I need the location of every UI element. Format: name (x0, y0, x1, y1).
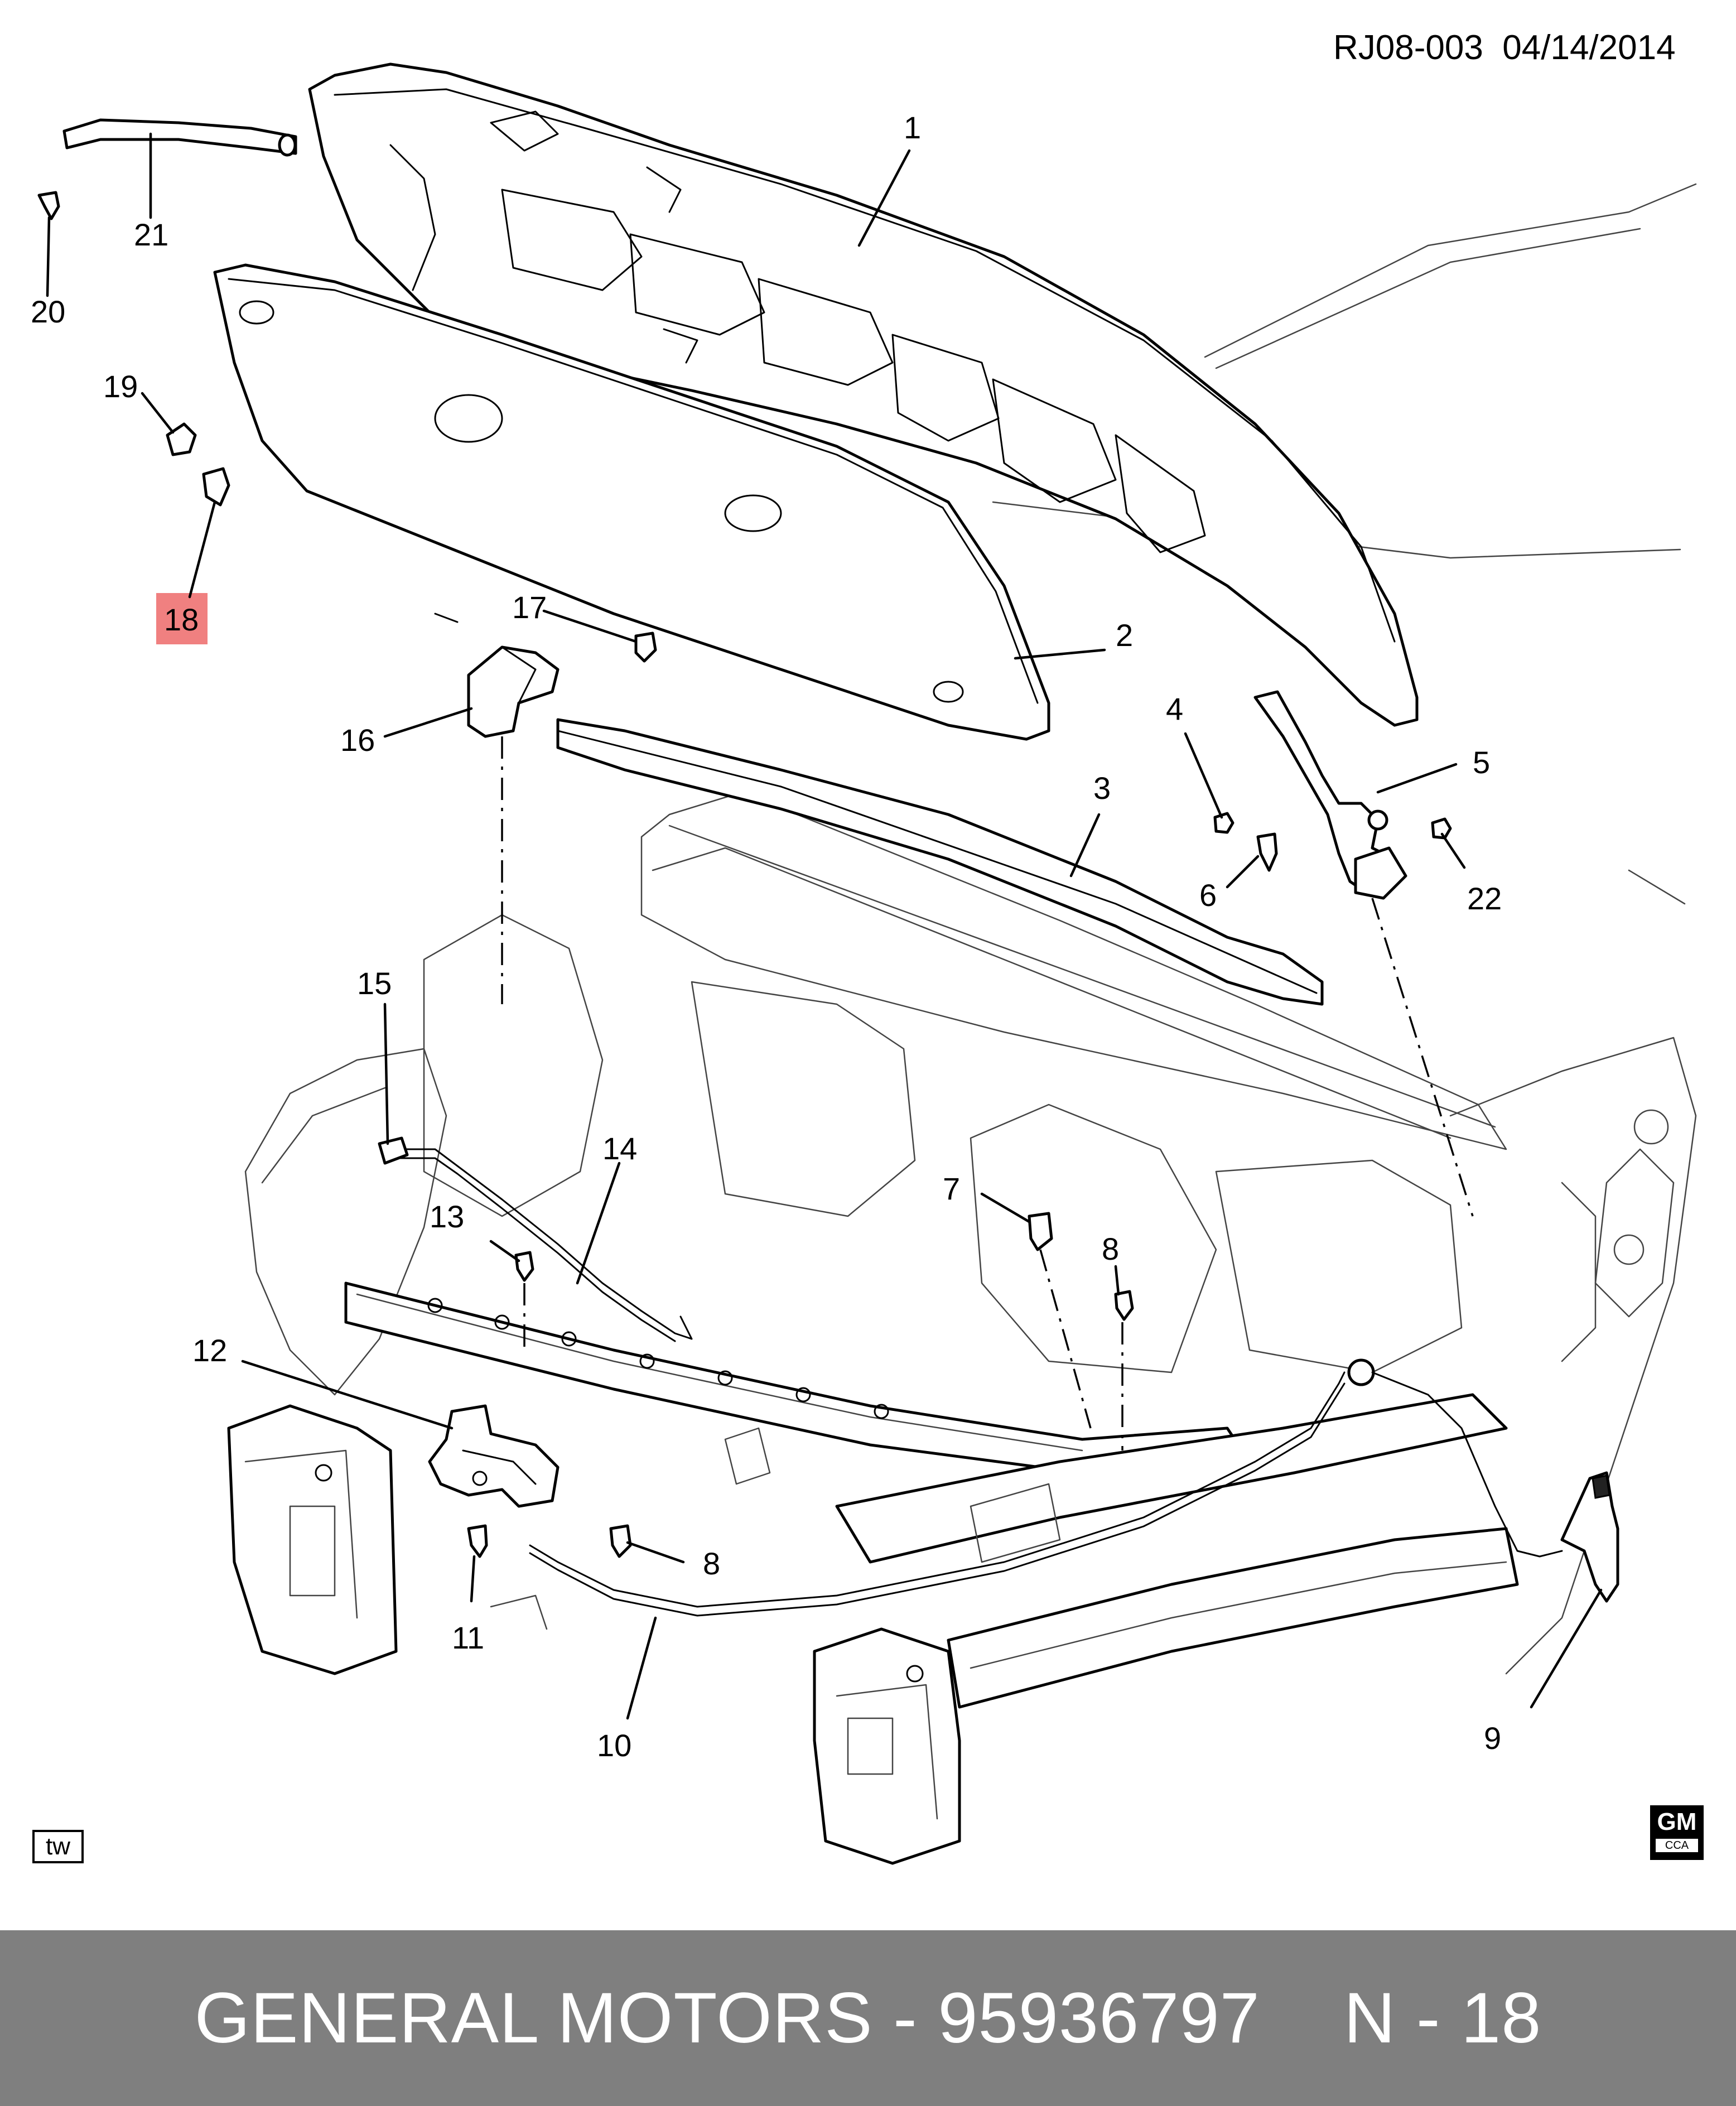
hood-insulator (213, 263, 1050, 741)
hood-rear-seal (556, 718, 1324, 1006)
clip-17 (634, 632, 657, 663)
callout-18: 18 (164, 602, 199, 637)
callout-15: 15 (357, 966, 392, 1001)
gm-logo-subtext: CCA (1656, 1839, 1698, 1852)
footer-page: N - 18 (1343, 1978, 1542, 2058)
callout-2: 2 (1116, 618, 1133, 653)
nut-22 (1431, 817, 1452, 840)
callout-12: 12 (192, 1333, 227, 1368)
highlight-box-18 (156, 593, 208, 644)
callout-1: 1 (904, 110, 921, 145)
callout-numbers: 1 2 3 4 5 6 7 8 8 9 10 11 12 13 14 15 16… (31, 110, 1502, 1763)
bumper-7 (1028, 1212, 1053, 1251)
callout-20: 20 (31, 294, 65, 329)
callout-10: 10 (597, 1728, 631, 1763)
callout-17: 17 (512, 590, 547, 625)
callout-6: 6 (1199, 878, 1217, 913)
footer-banner: GENERAL MOTORS - 95936797 N - 18 (0, 1930, 1736, 2106)
bolt-11 (467, 1524, 488, 1558)
hood-prop-rod (62, 118, 297, 157)
callout-13: 13 (430, 1199, 464, 1234)
release-cable-14 (389, 1148, 693, 1342)
callout-16: 16 (340, 722, 375, 758)
callout-9: 9 (1484, 1721, 1501, 1756)
clip-8-lower (609, 1524, 632, 1558)
hood-hinge (1253, 690, 1407, 900)
parts-diagram: 1 2 3 4 5 6 7 8 8 9 10 11 12 13 14 15 16… (31, 62, 1697, 1865)
vehicle-front-structure (227, 791, 1697, 1865)
fastener-19 (166, 422, 197, 456)
clip-8-upper (1114, 1290, 1134, 1321)
leader-lines (46, 132, 1603, 1720)
fastener-20 (37, 191, 60, 220)
tw-badge: tw (32, 1830, 84, 1863)
hood-latch-bracket (467, 645, 560, 738)
release-handle-9 (1560, 1471, 1619, 1603)
centerlines (501, 736, 1474, 1450)
nut-4 (1213, 812, 1235, 834)
callout-4: 4 (1166, 691, 1183, 726)
callout-8a: 8 (1102, 1231, 1119, 1266)
bolt-6 (1256, 832, 1278, 872)
callout-22: 22 (1467, 881, 1502, 916)
clip-18 (202, 467, 230, 507)
hood-latch (428, 1404, 560, 1508)
document-reference: RJ08-003 04/14/2014 (1333, 28, 1676, 67)
callout-8b: 8 (703, 1546, 720, 1581)
callout-21: 21 (134, 217, 168, 252)
callout-19: 19 (103, 369, 138, 404)
gm-logo: GM CCA (1650, 1805, 1704, 1860)
release-cable-clip-15 (378, 1136, 409, 1165)
clip-13 (514, 1251, 534, 1282)
footer-brand: GENERAL MOTORS - 95936797 (194, 1978, 1260, 2058)
callout-3: 3 (1093, 770, 1111, 806)
gm-logo-text: GM (1657, 1808, 1697, 1835)
callout-7: 7 (943, 1171, 960, 1206)
callout-11: 11 (452, 1620, 484, 1655)
callout-5: 5 (1473, 745, 1490, 780)
callout-14: 14 (602, 1131, 637, 1166)
release-cable-10 (529, 1358, 1563, 1617)
